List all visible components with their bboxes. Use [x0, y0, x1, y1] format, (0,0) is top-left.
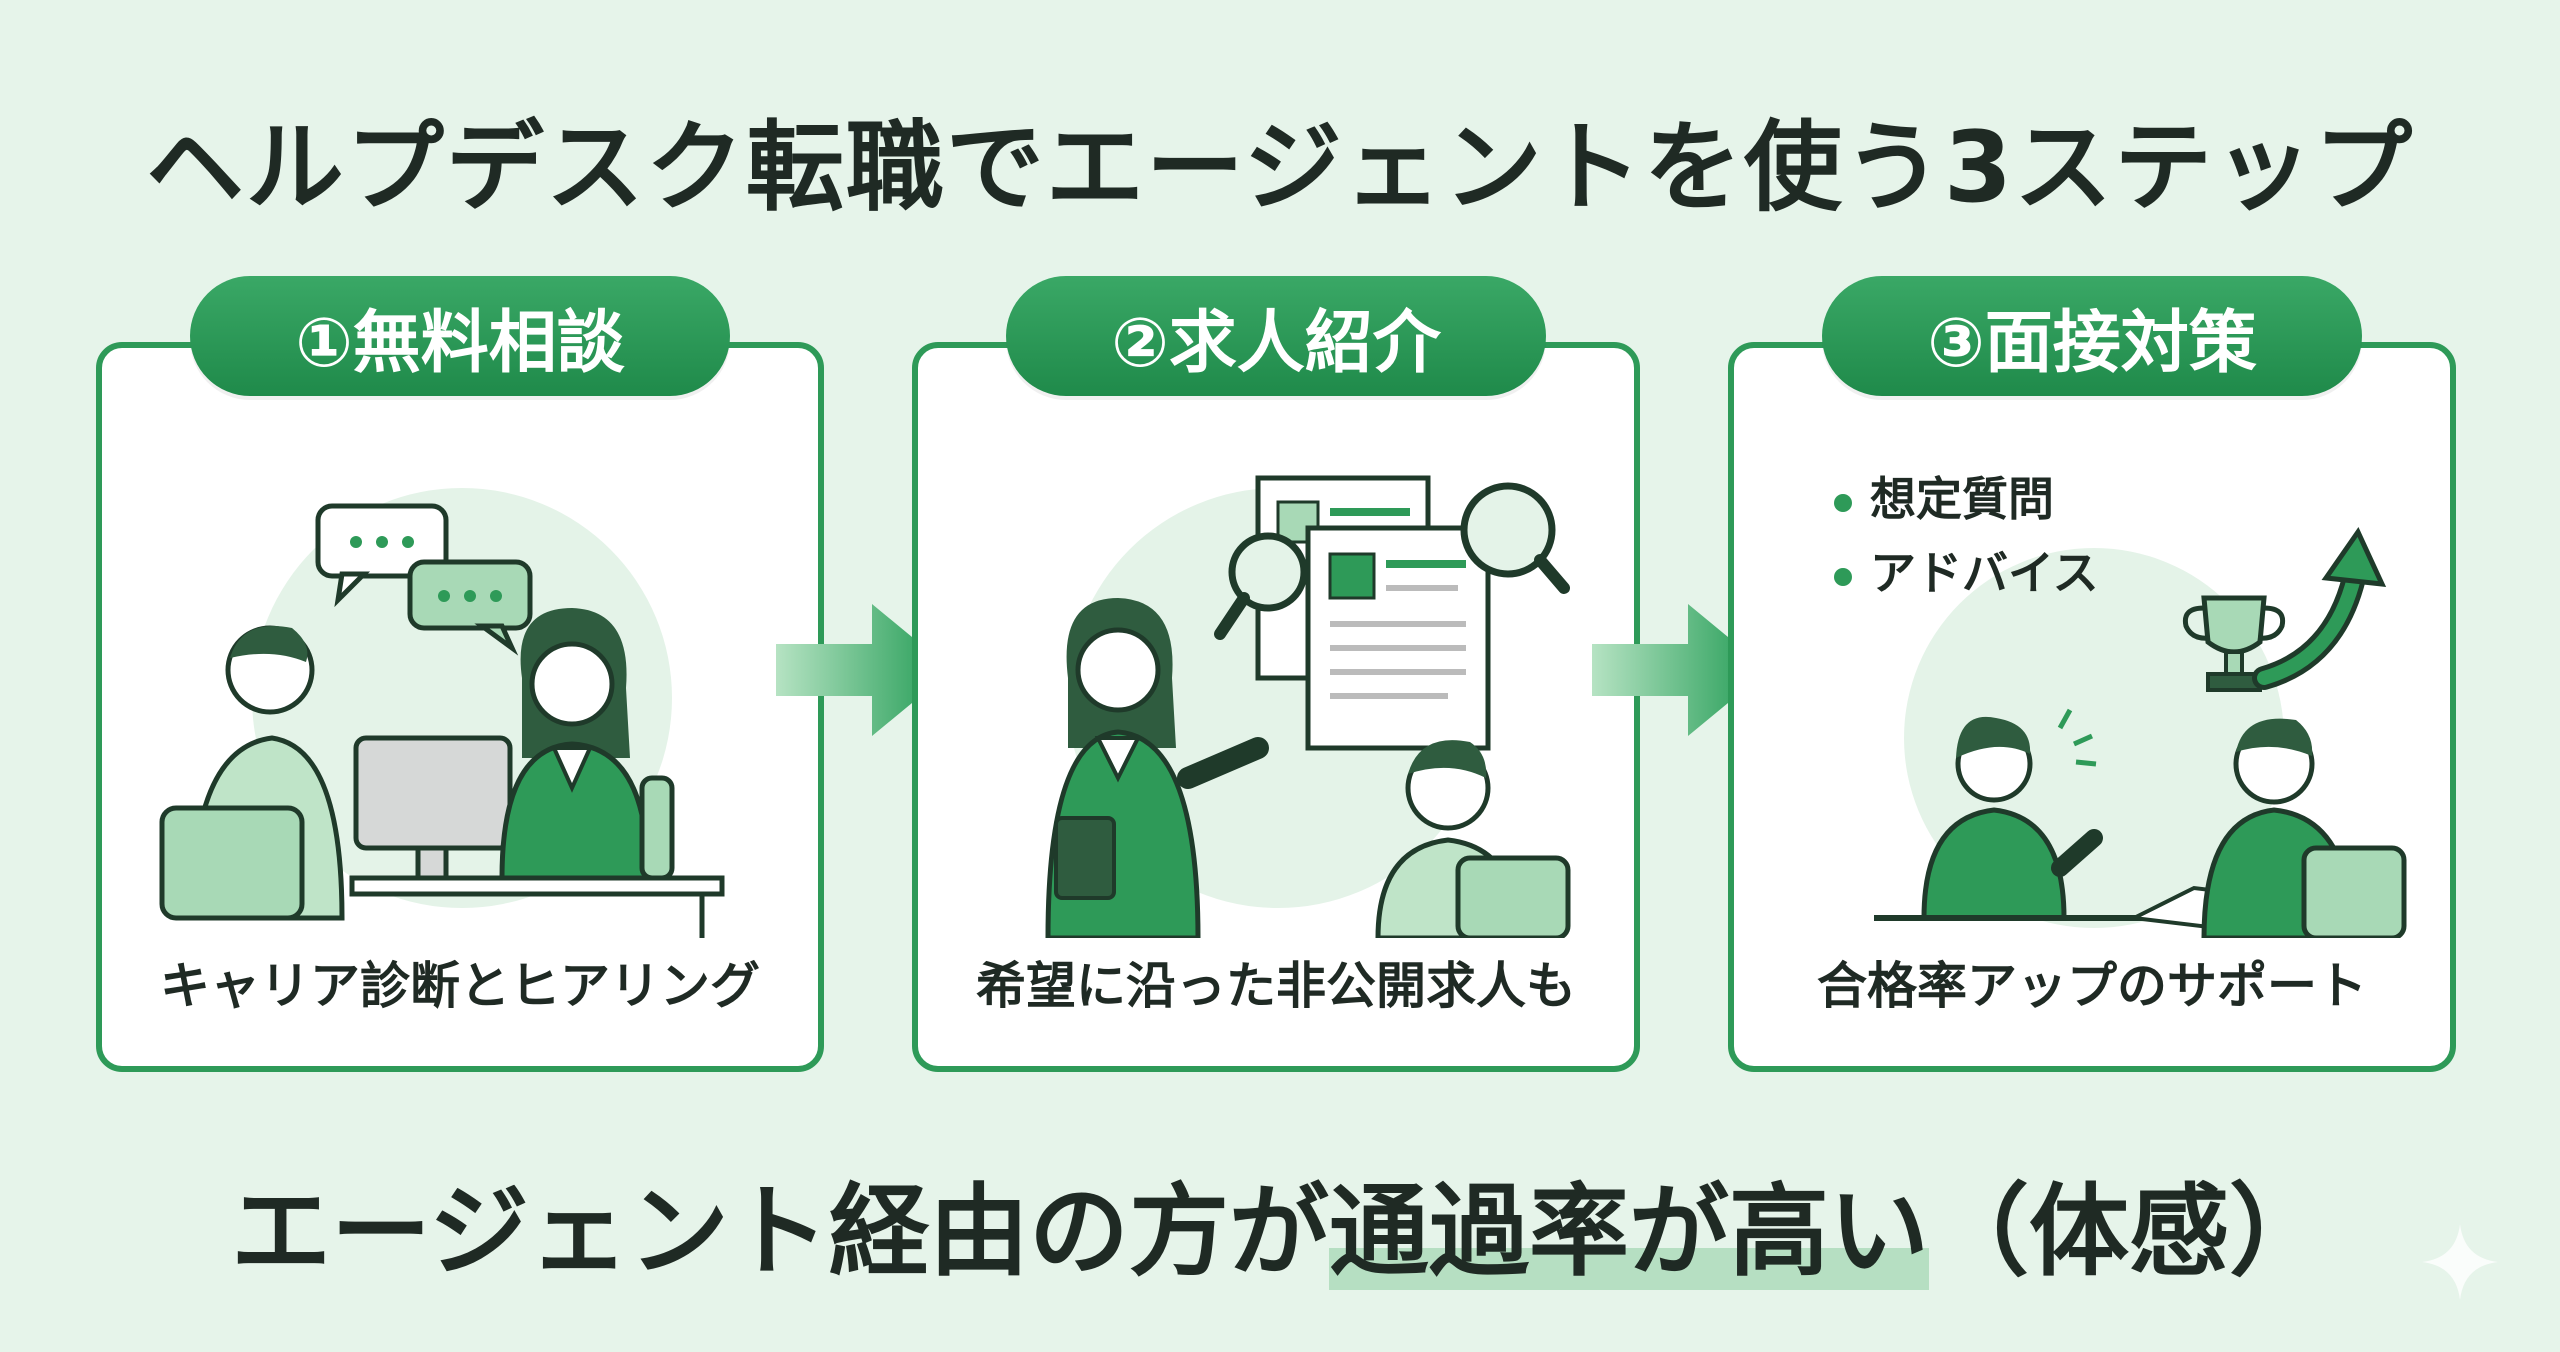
consultation-illustration	[159, 488, 725, 938]
step-pill-interview-prep: ③面接対策	[1822, 276, 2362, 396]
bottom-statement: エージェント経由の方が通過率が高い（体感）	[0, 1150, 2560, 1295]
statement-lead: エージェント経由の方が	[231, 1173, 1329, 1290]
right-arrow-icon	[776, 604, 952, 736]
step-caption: キャリア診断とヒアリング	[160, 957, 760, 1015]
list-item: アドバイス	[1834, 536, 2099, 610]
step-card-consultation: キャリア診断とヒアリング	[96, 342, 824, 1072]
growth-arrow-icon	[2252, 526, 2387, 690]
page-title: ヘルプデスク転職でエージェントを使う3ステップ	[145, 111, 2415, 225]
step-pill-consultation: ①無料相談	[190, 276, 730, 396]
speech-bubble-icon	[315, 503, 533, 656]
right-arrow-icon	[1592, 604, 1768, 736]
interview-illustration	[1874, 526, 2407, 938]
step-card-job-introduction: 希望に沿った非公開求人も	[912, 342, 1640, 1072]
step-pill-job-introduction: ②求人紹介	[1006, 276, 1546, 396]
magnifier-icon	[1214, 482, 1570, 640]
trophy-icon	[2182, 595, 2286, 692]
clipboard-icon	[1054, 816, 1116, 900]
statement-tail: （体感）	[1929, 1173, 2329, 1290]
step-card-interview-prep: 想定質問 アドバイス 合格率アップのサポート	[1728, 342, 2456, 1072]
bullet-dot	[1834, 493, 1852, 512]
sparkle-icon	[2422, 1224, 2498, 1300]
resume-document-icon	[1255, 475, 1491, 751]
interview-points-list: 想定質問 アドバイス	[1834, 462, 2099, 610]
job-introduction-illustration	[1045, 475, 1571, 938]
statement-highlight: 通過率が高い	[1329, 1173, 1929, 1290]
bullet-dot	[1834, 567, 1852, 586]
step-caption: 合格率アップのサポート	[1817, 957, 2367, 1015]
list-item: 想定質問	[1834, 462, 2099, 536]
step-caption: 希望に沿った非公開求人も	[976, 957, 1576, 1015]
computer-monitor-icon	[353, 735, 513, 881]
